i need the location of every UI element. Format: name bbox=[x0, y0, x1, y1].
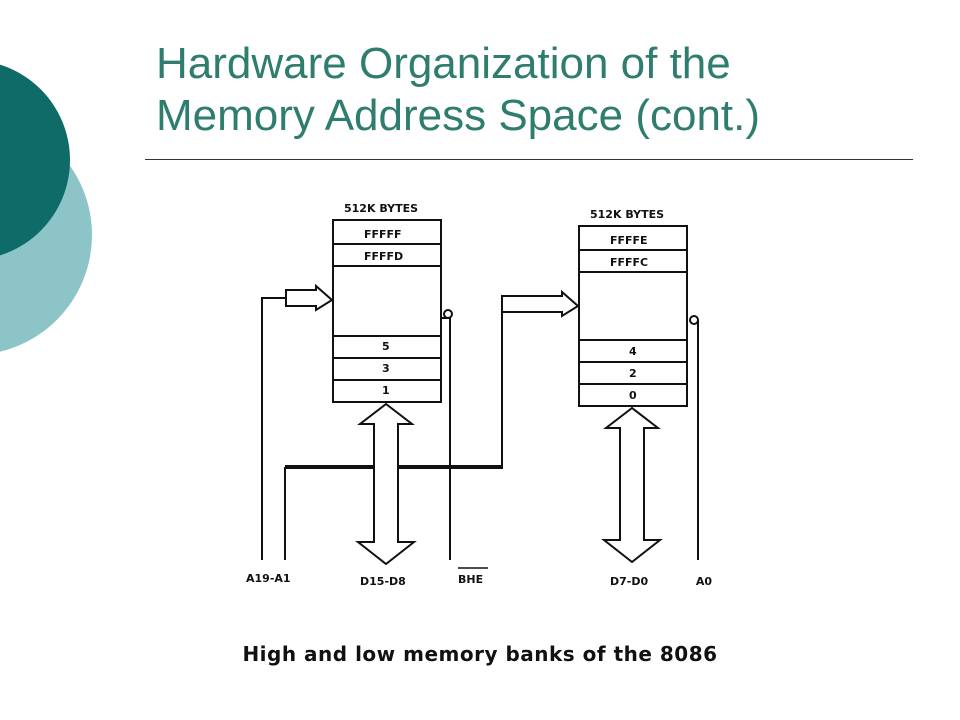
low-bank-box bbox=[578, 225, 688, 407]
high-bank-cell: 3 bbox=[382, 362, 390, 375]
low-bank-enable-bubble bbox=[689, 315, 699, 325]
dark-teal-circle bbox=[0, 64, 70, 256]
low-data-signal-label: D7-D0 bbox=[610, 575, 648, 588]
address-arrow-low bbox=[501, 289, 580, 318]
high-bank-cell: FFFFF bbox=[364, 228, 402, 241]
high-bank-cell: FFFFD bbox=[364, 250, 403, 263]
a0-signal-label: A0 bbox=[696, 575, 713, 588]
low-data-bus-arrow bbox=[601, 406, 663, 564]
high-bank-header: 512K BYTES bbox=[344, 202, 418, 215]
high-bank-enable-bubble bbox=[443, 309, 453, 319]
slide-title: Hardware Organization of the Memory Addr… bbox=[156, 38, 936, 142]
high-bank-cell: 5 bbox=[382, 340, 390, 353]
title-line-2: Memory Address Space (cont.) bbox=[156, 91, 761, 140]
address-bus-line bbox=[261, 297, 316, 560]
low-bank-cell: FFFFE bbox=[610, 234, 648, 247]
high-data-bus-arrow bbox=[355, 402, 417, 566]
address-arrow-high bbox=[285, 283, 334, 312]
low-bank-cell: FFFFC bbox=[610, 256, 648, 269]
address-signal-label: A19-A1 bbox=[246, 572, 291, 585]
figure-caption: High and low memory banks of the 8086 bbox=[242, 642, 718, 666]
low-bank-cell: 4 bbox=[629, 345, 637, 358]
low-bank-cell: 2 bbox=[629, 367, 637, 380]
high-bank-box bbox=[332, 219, 442, 403]
bhe-signal-label: BHE bbox=[458, 573, 483, 586]
high-bank-cell: 1 bbox=[382, 384, 390, 397]
low-bank-cell: 0 bbox=[629, 389, 637, 402]
high-data-signal-label: D15-D8 bbox=[360, 575, 406, 588]
decorative-circles bbox=[0, 64, 92, 352]
title-line-1: Hardware Organization of the bbox=[156, 39, 731, 88]
memory-banks-diagram: 512K BYTES FFFFF FFFFD 5 3 1 512K BYTES … bbox=[246, 202, 713, 588]
low-bank-header: 512K BYTES bbox=[590, 208, 664, 221]
title-divider bbox=[145, 159, 913, 160]
